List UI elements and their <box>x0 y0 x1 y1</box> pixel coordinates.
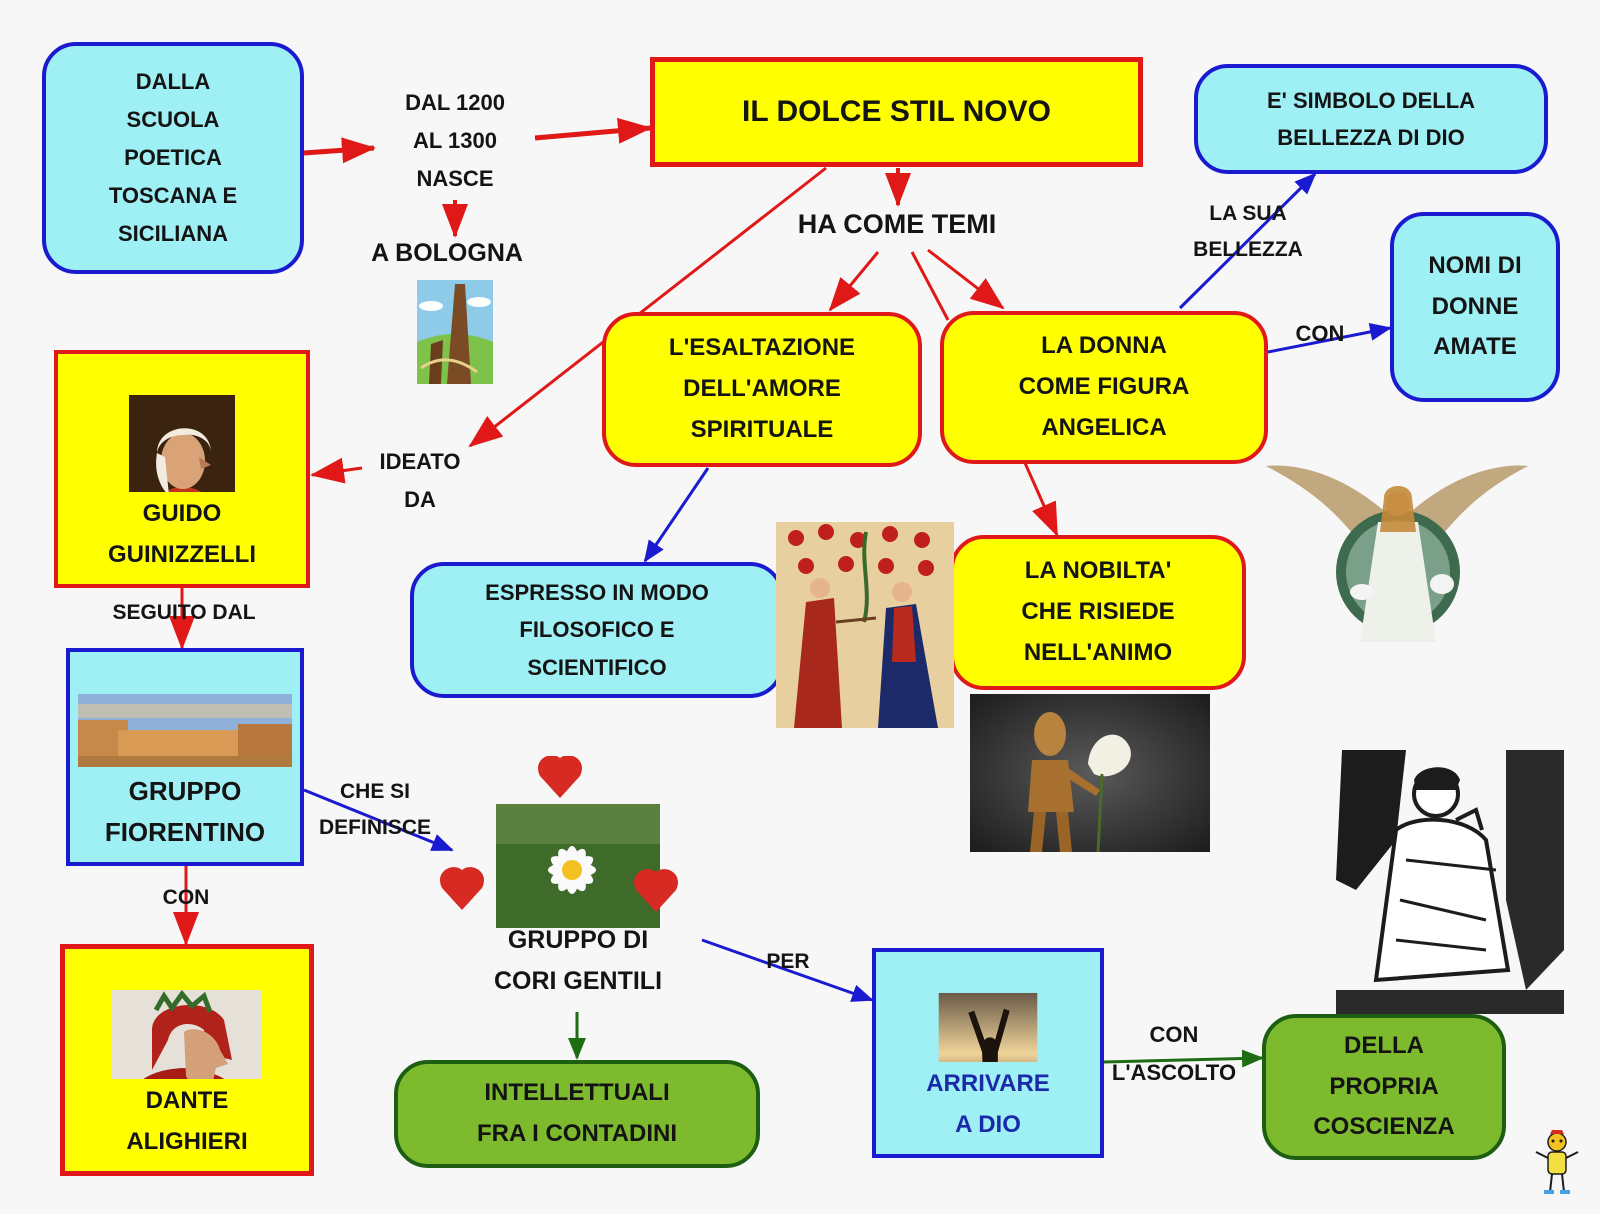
arrow-gentle-god <box>701 938 874 1002</box>
angel-woman-icon <box>1266 452 1528 642</box>
created-by-label: IDEATO DA <box>379 449 461 512</box>
expressed-box: ESPRESSO IN MODO FILOSOFICO E SCIENTIFIC… <box>410 562 784 698</box>
daisy-hearts-icon <box>432 756 686 928</box>
its-beauty-label: LA SUA BELLEZZA <box>1193 202 1303 262</box>
with-names-label: CON <box>1295 321 1345 346</box>
symbol-box: E' SIMBOLO DELLA BELLEZZA DI DIO <box>1194 64 1548 174</box>
page-title: IL DOLCE STIL NOVO <box>742 95 1051 128</box>
woman-text: LA DONNA COME FIGURA ANGELICA <box>1018 332 1190 441</box>
raised-arms-icon <box>938 952 1038 1063</box>
arrow-woman-names <box>1267 323 1392 354</box>
intellectuals-text: INTELLETTUALI FRA I CONTADINI <box>477 1079 677 1147</box>
with-dante-label: CON <box>162 886 210 909</box>
born-label: DAL 1200 AL 1300 NASCE <box>405 90 505 191</box>
woman-box: LA DONNA COME FIGURA ANGELICA <box>940 311 1268 464</box>
arrow-origin-born <box>303 137 376 164</box>
themes-box: L'ESALTAZIONE DELL'AMORE SPIRITUALE <box>602 312 922 467</box>
dante-box: DANTE ALIGHIERI <box>60 944 314 1176</box>
arrow-created-guido <box>310 457 363 484</box>
arrow-group-gentle <box>303 788 454 852</box>
group-text: GRUPPO FIORENTINO <box>104 775 266 848</box>
dante-text: DANTE ALIGHIERI <box>126 1087 248 1156</box>
bologna-tower-icon <box>417 280 493 384</box>
bologna-label: A BOLOGNA <box>371 239 523 267</box>
line-themes-woman-2 <box>910 251 950 321</box>
themes-text: L'ESALTAZIONE DELL'AMORE SPIRITUALE <box>668 334 856 443</box>
guido-portrait-icon <box>129 354 235 493</box>
arrow-born-title <box>534 117 652 144</box>
for-label: PER <box>766 950 810 973</box>
dante-portrait-icon <box>112 949 262 1080</box>
conscience-text: DELLA PROPRIA COSCIENZA <box>1313 1031 1455 1141</box>
god-box: ARRIVARE A DIO <box>872 948 1104 1158</box>
nobility-text: LA NOBILTA' CHE RISIEDE NELL'ANIMO <box>1021 557 1175 666</box>
arrow-title-guido <box>468 166 827 448</box>
followed-by-label: SEGUITO DAL <box>112 601 256 624</box>
symbol-text: E' SIMBOLO DELLA BELLEZZA DI DIO <box>1266 87 1476 150</box>
intellectuals-box: INTELLETTUALI FRA I CONTADINI <box>394 1060 760 1168</box>
nobility-box: LA NOBILTA' CHE RISIEDE NELL'ANIMO <box>950 535 1246 690</box>
dreaming-knight-icon <box>1336 750 1564 1014</box>
mascot-icon <box>1532 1130 1582 1200</box>
arrow-love-expressed <box>643 467 710 563</box>
origin-box: DALLA SCUOLA POETICA TOSCANA E SICILIANA <box>42 42 304 274</box>
guido-text: GUIDO GUINIZZELLI <box>108 500 256 569</box>
conscience-box: DELLA PROPRIA COSCIENZA <box>1262 1014 1506 1160</box>
themes-connector-label: HA COME TEMI <box>797 209 997 239</box>
guido-box: GUIDO GUINIZZELLI <box>54 350 310 588</box>
ponte-vecchio-icon <box>78 653 292 767</box>
arrow-themes-love <box>828 251 880 312</box>
names-text: NOMI DI DONNE AMATE <box>1428 251 1522 361</box>
arrow-themes-woman <box>927 248 1005 310</box>
expressed-text: ESPRESSO IN MODO FILOSOFICO E SCIENTIFIC… <box>485 579 709 680</box>
arrow-god-conscience <box>1103 1049 1264 1068</box>
wooden-figure-rose-icon <box>970 694 1210 852</box>
origin-text: DALLA SCUOLA POETICA TOSCANA E SICILIANA <box>108 69 238 246</box>
calls-itself-label: CHE SI DEFINISCE <box>318 780 431 840</box>
group-box: GRUPPO FIORENTINO <box>66 648 304 866</box>
title-box: IL DOLCE STIL NOVO <box>650 57 1143 167</box>
medieval-lovers-icon <box>776 522 954 728</box>
gentle-hearts-label: GRUPPO DI CORI GENTILI <box>493 926 663 995</box>
arrow-woman-nobility <box>1023 462 1059 537</box>
names-box: NOMI DI DONNE AMATE <box>1390 212 1560 402</box>
arrow-woman-symbol <box>1178 172 1317 310</box>
with-listening-label: CON L'ASCOLTO <box>1111 1022 1237 1085</box>
god-text: ARRIVARE A DIO <box>926 1070 1050 1139</box>
